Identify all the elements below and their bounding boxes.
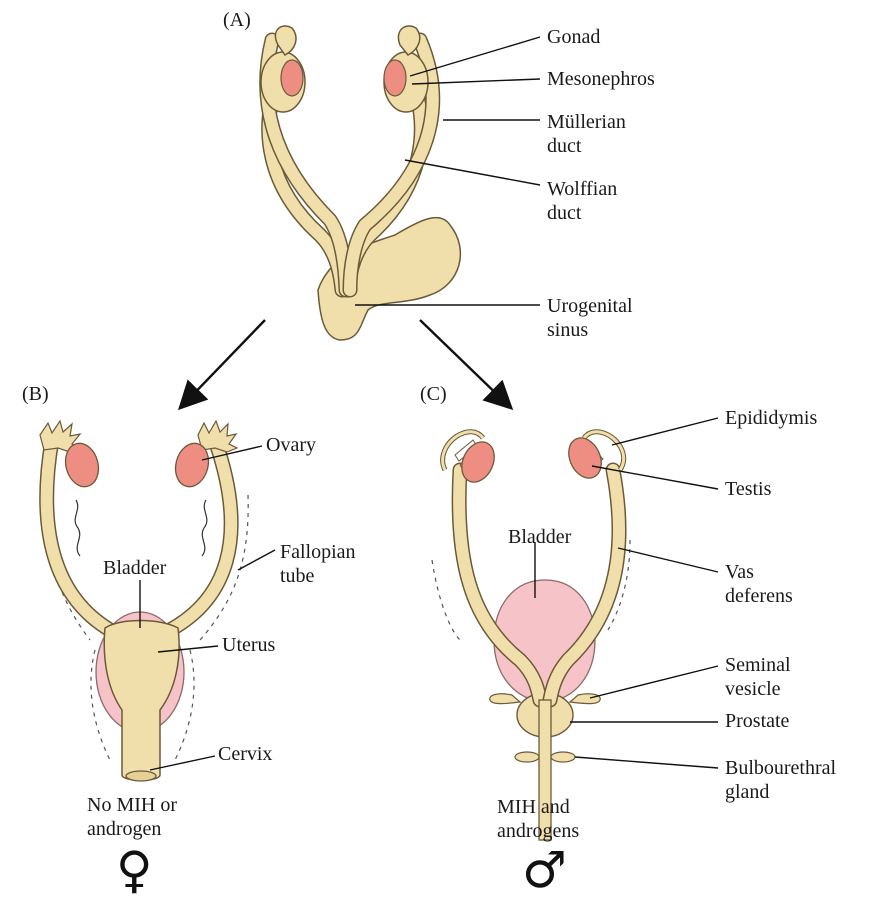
panel-b-tag: (B) xyxy=(22,382,49,406)
cervix-opening xyxy=(126,771,156,781)
male-symbol-icon: ♂ xyxy=(522,845,567,895)
label-testis: Testis xyxy=(725,477,771,501)
label-uterus: Uterus xyxy=(222,633,275,657)
panel-a-tag: (A) xyxy=(223,8,251,32)
label-bulbourethral-gland: Bulbourethral gland xyxy=(725,756,836,804)
label-bladder-female: Bladder xyxy=(103,556,166,580)
label-wolffian-duct: Wolffian duct xyxy=(547,177,617,225)
panel-a-embryo-ducts xyxy=(261,26,460,340)
caption-male: MIH and androgens xyxy=(497,795,579,843)
panel-c-male xyxy=(432,432,630,840)
label-urogenital-sinus: Urogenital sinus xyxy=(547,294,633,342)
label-epididymis: Epididymis xyxy=(725,406,817,430)
female-symbol-icon: ♀ xyxy=(116,845,153,895)
label-cervix: Cervix xyxy=(218,742,272,766)
label-bladder-male: Bladder xyxy=(508,525,571,549)
label-vas-deferens: Vas deferens xyxy=(725,560,793,608)
label-fallopian-tube: Fallopian tube xyxy=(280,540,356,588)
gonad-right xyxy=(384,60,406,96)
label-ovary: Ovary xyxy=(266,433,316,457)
label-gonad: Gonad xyxy=(547,25,600,49)
label-seminal-vesicle: Seminal vesicle xyxy=(725,653,791,701)
gonad-left xyxy=(281,60,303,96)
label-mullerian-duct: Müllerian duct xyxy=(547,110,626,158)
caption-female: No MIH or androgen xyxy=(87,793,177,841)
label-mesonephros: Mesonephros xyxy=(547,67,655,91)
label-prostate: Prostate xyxy=(725,709,789,733)
panel-c-tag: (C) xyxy=(420,382,447,406)
testis-right xyxy=(563,433,608,484)
panel-b-female xyxy=(40,421,248,781)
